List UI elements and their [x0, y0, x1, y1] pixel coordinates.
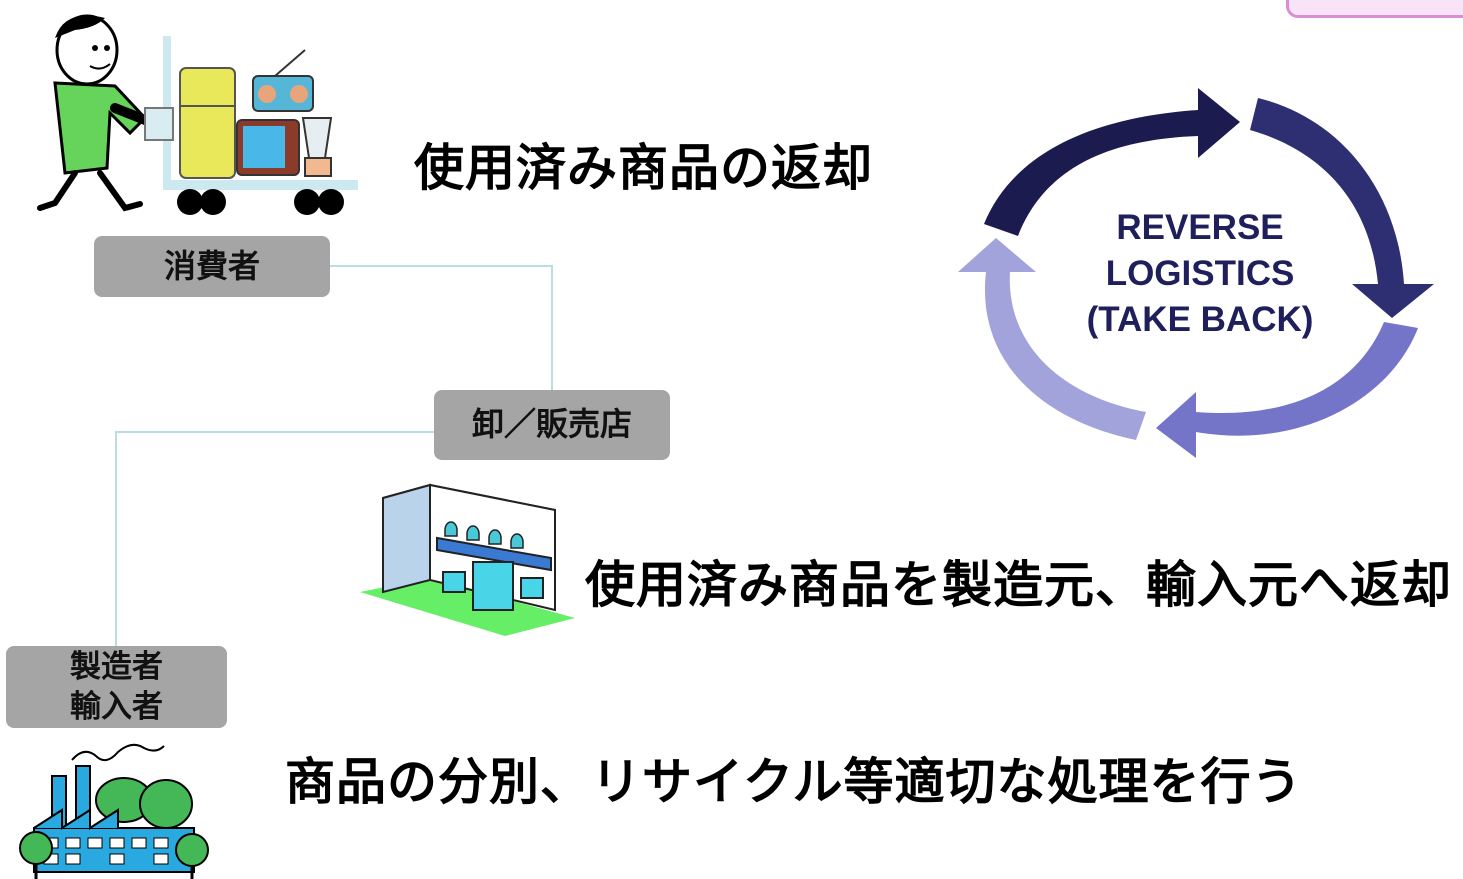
cycle-arrow-bottom [1156, 322, 1418, 458]
return-used-heading: 使用済み商品の返却 [414, 139, 873, 197]
manufacturer-label-line1: 製造者 [70, 649, 163, 685]
cycle-arrow-right [1250, 98, 1434, 318]
manufacturer-label-line2: 輸入者 [70, 689, 163, 725]
cycle-label-line2: LOGISTICS [1105, 254, 1295, 293]
consumer-label: 消費者 [94, 236, 330, 297]
manufacturer-label: 製造者 輸入者 [6, 646, 227, 728]
corner-tab [1286, 0, 1463, 18]
cycle-label-line3: (TAKE BACK) [1086, 300, 1314, 339]
consumer-cart-icon [37, 14, 358, 215]
reverse-logistics-cycle [958, 88, 1434, 458]
retailer-label-text: 卸／販売店 [471, 405, 632, 444]
cycle-label: REVERSE LOGISTICS (TAKE BACK) [1050, 205, 1350, 343]
consumer-to-retailer-line [330, 265, 553, 390]
return-to-maker-heading: 使用済み商品を製造元、輸入元へ返却 [585, 556, 1452, 614]
retailer-to-manufacturer-line [115, 431, 434, 646]
cycle-label-line1: REVERSE [1116, 208, 1284, 247]
cycle-arrow-top [984, 88, 1240, 236]
factory-icon [19, 743, 209, 879]
consumer-label-text: 消費者 [163, 246, 260, 285]
retailer-label: 卸／販売店 [434, 390, 670, 460]
store-icon [360, 483, 575, 636]
cycle-arrow-left [958, 238, 1146, 440]
sort-recycle-heading: 商品の分別、リサイクル等適切な処理を行う [285, 753, 1303, 811]
